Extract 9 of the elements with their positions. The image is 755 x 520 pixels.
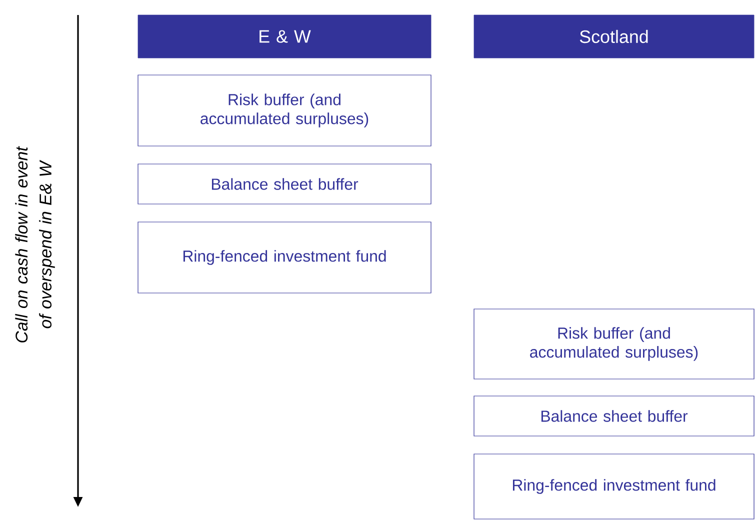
header-box: E & W — [138, 14, 432, 58]
text-box: Balance sheet buffer — [474, 396, 754, 436]
header-box: Scotland — [474, 14, 754, 58]
text-box: Balance sheet buffer — [138, 164, 432, 204]
text-box: Ring-fenced investment fund — [474, 454, 754, 520]
axis-label: Call on cash flow in event of overspend in E& W — [15, 146, 55, 342]
text-box: Risk buffer (and accumulated surpluses) — [138, 74, 432, 146]
text-box: Ring-fenced investment fund — [138, 222, 432, 294]
text-box: Risk buffer (and accumulated surpluses) — [474, 308, 754, 380]
